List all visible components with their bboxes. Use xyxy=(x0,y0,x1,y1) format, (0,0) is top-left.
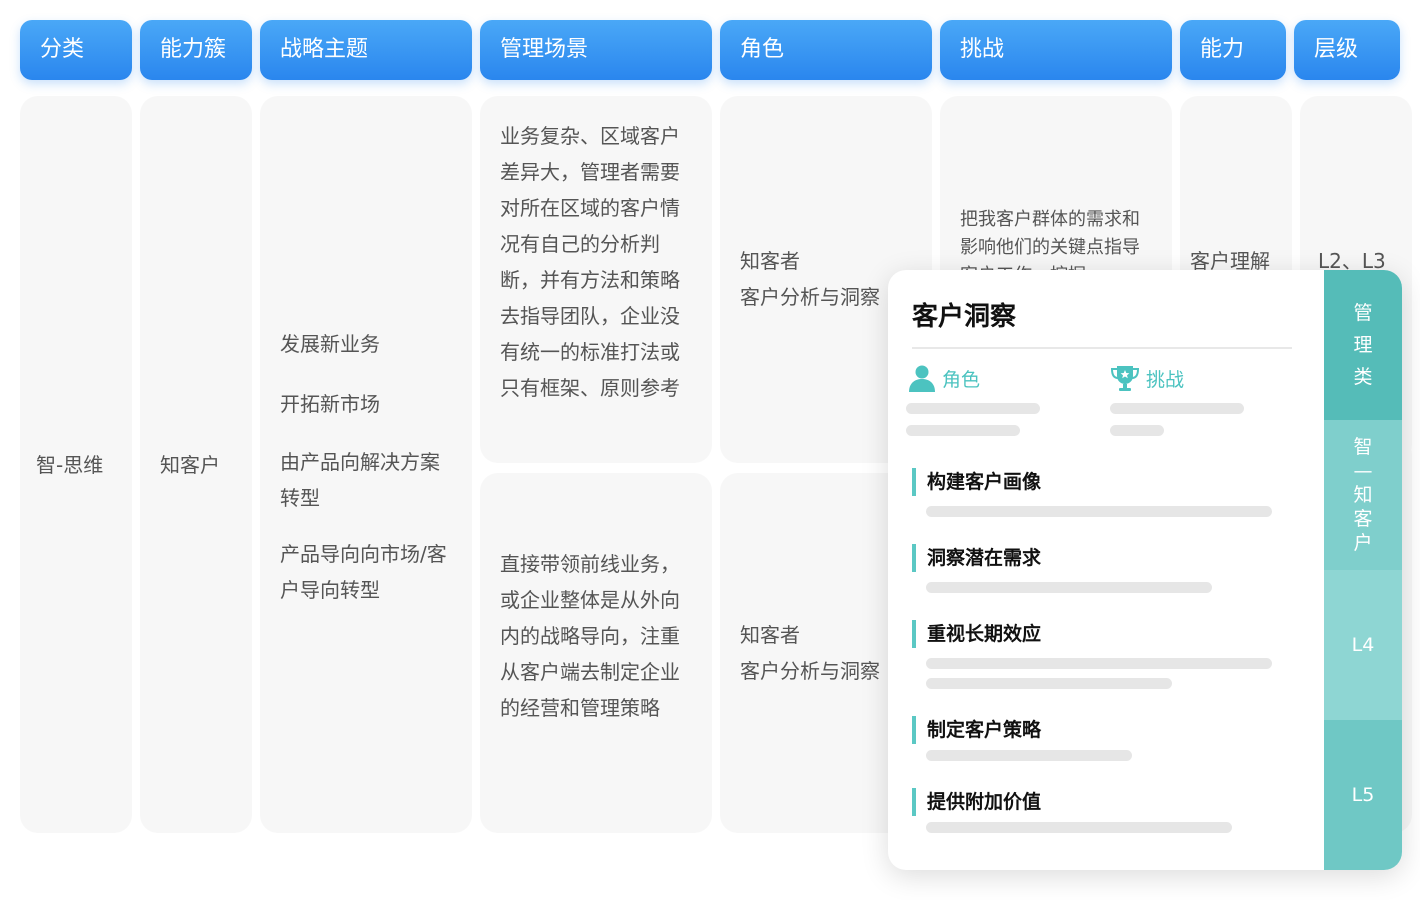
side-tab-l5[interactable]: L5 xyxy=(1324,720,1402,870)
theme-item: 开拓新市场 xyxy=(280,392,380,416)
tab-role[interactable]: 角色 xyxy=(908,364,980,392)
ability-text: 客户理解 xyxy=(1190,249,1270,273)
insight-item: 洞察潜在需求 xyxy=(912,544,1041,572)
tab-role-label: 角色 xyxy=(942,368,981,391)
header-category: 分类 xyxy=(20,20,132,80)
insight-item: 重视长期效应 xyxy=(912,620,1041,648)
header-role: 角色 xyxy=(720,20,932,80)
tab-challenge[interactable]: 挑战 xyxy=(1110,364,1184,392)
placeholder-bar xyxy=(1110,425,1164,436)
role-text-2: 知客者 客户分析与洞察 xyxy=(740,623,880,683)
scenario-cell-2 xyxy=(480,473,712,833)
placeholder-bar xyxy=(926,582,1212,593)
role-text-1: 知客者 客户分析与洞察 xyxy=(740,249,880,309)
side-tab-label: L5 xyxy=(1351,784,1375,806)
side-tab-label: L4 xyxy=(1351,634,1375,656)
level-text: L2、L3 xyxy=(1318,249,1386,273)
placeholder-bar xyxy=(926,750,1132,761)
theme-item: 发展新业务 xyxy=(280,332,380,356)
scenario-text-1: 业务复杂、区域客户差异大，管理者需要对所在区域的客户情况有自己的分析判断，并有方… xyxy=(500,124,680,400)
header-theme: 战略主题 xyxy=(260,20,472,80)
side-tab-label: 智—知客户 xyxy=(1353,436,1373,554)
header-scenario: 管理场景 xyxy=(480,20,712,80)
scenario-cell-1 xyxy=(480,96,712,463)
card-divider xyxy=(912,347,1292,349)
challenge-text: 把我客户群体的需求和影响他们的关键点指导客户工作，挖掘 xyxy=(960,209,1140,276)
side-tab-cluster[interactable]: 智—知客户 xyxy=(1324,420,1402,570)
placeholder-bar xyxy=(926,678,1172,689)
person-icon xyxy=(909,365,935,392)
side-tab-management[interactable]: 管理类 xyxy=(1324,270,1402,420)
placeholder-bar xyxy=(1110,403,1244,414)
header-ability: 能力 xyxy=(1180,20,1286,80)
card-title: 客户洞察 xyxy=(912,302,1017,332)
cluster-text: 知客户 xyxy=(160,453,220,477)
customer-insight-card[interactable]: 客户洞察 角色 挑战 构建客户画像 洞察潜在需求 重视长期效应 制定客户策略 提… xyxy=(888,270,1402,870)
placeholder-bar xyxy=(926,822,1232,833)
side-tab-label: 管理类 xyxy=(1353,302,1373,388)
tab-challenge-label: 挑战 xyxy=(1146,368,1185,391)
header-cluster: 能力簇 xyxy=(140,20,252,80)
side-tab-l4[interactable]: L4 xyxy=(1324,570,1402,720)
column-cluster xyxy=(140,96,252,833)
trophy-icon xyxy=(1110,366,1140,391)
category-text: 智-思维 xyxy=(36,453,104,477)
header-challenge: 挑战 xyxy=(940,20,1172,80)
placeholder-bar xyxy=(906,425,1020,436)
theme-item: 产品导向向市场/客户导向转型 xyxy=(280,542,447,602)
insight-item: 构建客户画像 xyxy=(912,468,1041,496)
insight-item: 提供附加价值 xyxy=(912,788,1041,816)
insight-item: 制定客户策略 xyxy=(912,716,1041,744)
placeholder-bar xyxy=(926,506,1272,517)
scenario-text-2: 直接带领前线业务，或企业整体是从外向内的战略导向，注重从客户端去制定企业的经营和… xyxy=(500,552,680,720)
placeholder-bar xyxy=(906,403,1040,414)
column-category xyxy=(20,96,132,833)
column-theme xyxy=(260,96,472,833)
header-level: 层级 xyxy=(1294,20,1400,80)
theme-item: 由产品向解决方案转型 xyxy=(280,450,440,510)
placeholder-bar xyxy=(926,658,1272,669)
